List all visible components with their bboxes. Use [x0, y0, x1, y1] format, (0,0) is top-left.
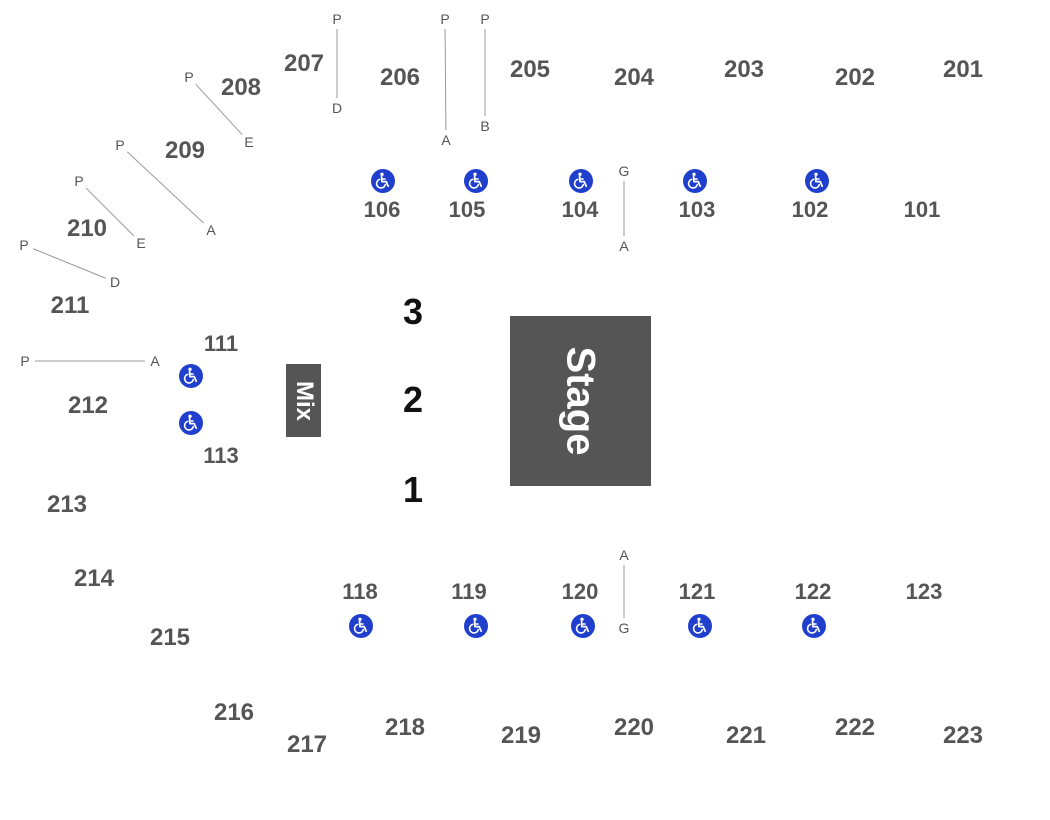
row-label-206-start: P [440, 11, 450, 27]
section-104[interactable]: 104 [561, 197, 599, 222]
floor-zone-1: 1 [402, 469, 424, 510]
section-213[interactable]: 213 [46, 491, 88, 518]
wheelchair-icon [179, 411, 203, 435]
section-120[interactable]: 120 [561, 579, 599, 604]
row-label-208-end: E [244, 134, 254, 150]
row-label-205-start: P [480, 11, 490, 27]
stage-label: Stage [558, 346, 603, 456]
row-label-120-end: G [618, 620, 630, 636]
row-label-206-end: A [441, 132, 451, 148]
section-123[interactable]: 123 [905, 579, 943, 604]
wheelchair-icon [371, 169, 395, 193]
section-201[interactable]: 201 [942, 56, 984, 83]
section-210[interactable]: 210 [66, 215, 108, 242]
row-line-210 [85, 187, 135, 237]
section-119[interactable]: 119 [451, 579, 487, 604]
wheelchair-icon [179, 364, 203, 388]
section-212[interactable]: 212 [67, 392, 109, 419]
stage: Stage [510, 316, 651, 486]
floor-zone-2: 2 [402, 379, 424, 420]
row-label-120-start: A [619, 547, 629, 563]
wheelchair-icon [805, 169, 829, 193]
row-label-212-end: A [150, 353, 160, 369]
section-218[interactable]: 218 [384, 714, 426, 741]
row-label-104-end: A [619, 238, 629, 254]
section-209[interactable]: 209 [164, 137, 206, 164]
section-208[interactable]: 208 [220, 74, 262, 101]
section-101[interactable]: 101 [903, 197, 941, 222]
wheelchair-icon [802, 614, 826, 638]
section-216[interactable]: 216 [213, 699, 255, 726]
section-118[interactable]: 118 [342, 579, 378, 604]
section-215[interactable]: 215 [149, 624, 191, 651]
row-label-210-start: P [74, 173, 84, 189]
section-222[interactable]: 222 [834, 714, 876, 741]
row-line-206 [444, 28, 447, 131]
section-211[interactable]: 211 [50, 292, 90, 319]
section-223[interactable]: 223 [942, 722, 984, 749]
section-207[interactable]: 207 [283, 50, 325, 77]
section-203[interactable]: 203 [723, 56, 765, 83]
section-204[interactable]: 204 [613, 64, 655, 91]
wheelchair-icon [683, 169, 707, 193]
wheelchair-icon [569, 169, 593, 193]
mix-label: Mix [290, 380, 318, 421]
wheelchair-icon [464, 169, 488, 193]
row-label-209-end: A [206, 222, 216, 238]
row-line-209 [126, 151, 205, 224]
wheelchair-icon [688, 614, 712, 638]
section-202[interactable]: 202 [834, 64, 876, 91]
row-line-211 [33, 248, 106, 279]
row-label-205-end: B [480, 118, 490, 134]
section-219[interactable]: 219 [500, 722, 542, 749]
row-label-207-end: D [331, 100, 343, 116]
mix-position: Mix [286, 364, 321, 437]
section-113[interactable]: 113 [203, 443, 239, 468]
row-label-211-start: P [19, 237, 29, 253]
row-label-208-start: P [184, 69, 194, 85]
wheelchair-icon [349, 614, 373, 638]
section-221[interactable]: 221 [725, 722, 767, 749]
floor-zone-3: 3 [402, 291, 424, 332]
section-122[interactable]: 122 [794, 579, 832, 604]
section-205[interactable]: 205 [509, 56, 551, 83]
section-105[interactable]: 105 [448, 197, 486, 222]
section-103[interactable]: 103 [678, 197, 716, 222]
section-220[interactable]: 220 [613, 714, 655, 741]
row-label-210-end: E [136, 235, 146, 251]
section-217[interactable]: 217 [286, 731, 328, 758]
row-label-207-start: P [332, 11, 342, 27]
section-121[interactable]: 121 [678, 579, 716, 604]
section-206[interactable]: 206 [379, 64, 421, 91]
section-111[interactable]: 111 [203, 331, 239, 356]
row-label-104-start: G [618, 163, 630, 179]
section-214[interactable]: 214 [73, 565, 115, 592]
row-line-208 [195, 84, 243, 135]
wheelchair-icon [571, 614, 595, 638]
section-106[interactable]: 106 [363, 197, 401, 222]
row-label-209-start: P [115, 137, 125, 153]
wheelchair-icon [464, 614, 488, 638]
row-label-211-end: D [109, 274, 121, 290]
section-102[interactable]: 102 [791, 197, 829, 222]
row-label-212-start: P [20, 353, 30, 369]
